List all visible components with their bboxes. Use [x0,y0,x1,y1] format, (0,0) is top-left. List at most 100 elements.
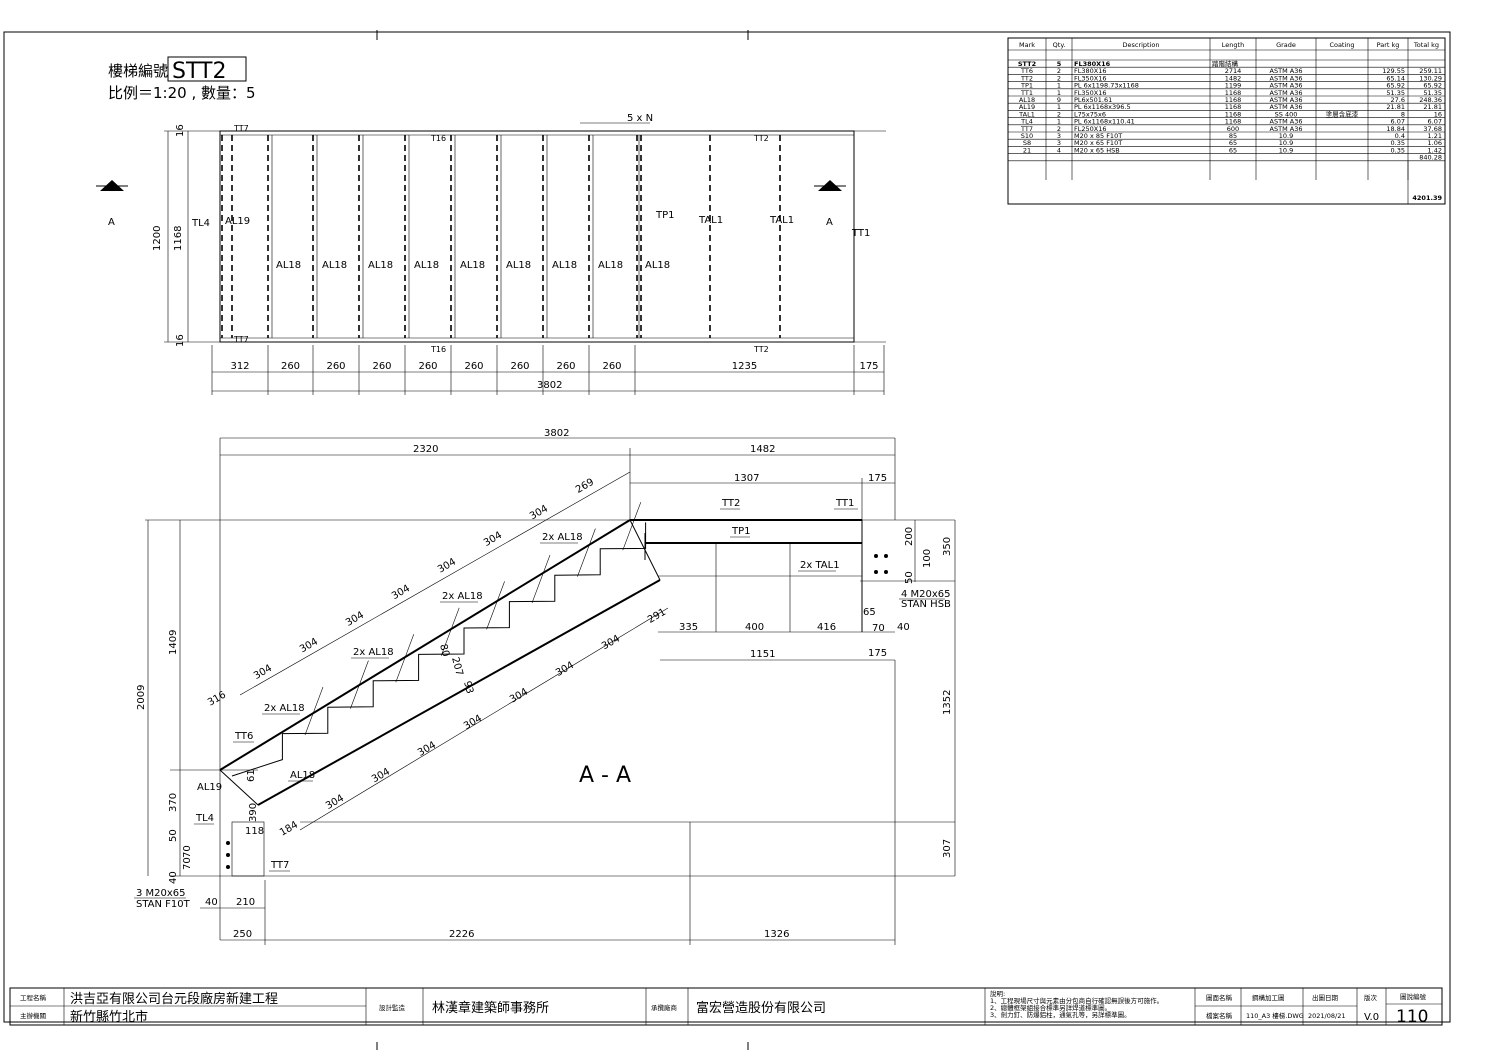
svg-text:70: 70 [182,857,193,870]
bom-cell: 1482 [1225,74,1242,82]
bom-cell: 10.9 [1279,146,1293,154]
scale-qty: 比例＝1:20 , 數量：5 [108,84,256,102]
svg-text:1352: 1352 [942,690,953,715]
tread-dim-upper: 304 [252,663,274,682]
al18-label: AL18 [506,260,531,271]
bom-subtotal: 840.28 [1419,154,1442,162]
svg-text:1、工程現場尺寸與元素由分包商自行確認無誤後方可施作。: 1、工程現場尺寸與元素由分包商自行確認無誤後方可施作。 [990,996,1163,1005]
tread-dim-lower: 304 [416,740,438,759]
bom-cell: 85 [1229,132,1237,140]
bom-cell: ASTM A36 [1270,89,1303,97]
svg-text:65: 65 [863,607,876,618]
svg-text:370: 370 [168,793,179,812]
svg-text:TT7: TT7 [233,335,249,344]
bom-cell: 6.07 [1428,118,1442,126]
svg-text:416: 416 [817,622,836,633]
bolt-hsb [874,570,878,574]
svg-text:工程名稱: 工程名稱 [20,993,47,1002]
svg-text:承攬廠商: 承攬廠商 [651,1003,678,1012]
svg-text:3802: 3802 [544,428,569,439]
svg-text:200: 200 [904,527,915,546]
svg-text:鋼構加工圖: 鋼構加工圖 [1252,993,1285,1002]
tread-dim-lower: 304 [370,766,392,785]
bom-cell: TT7 [1020,125,1033,133]
bom-header: Total kg [1413,41,1439,49]
bom-cell: TAL1 [1018,110,1035,118]
bom-cell: FL350X16 [1074,89,1107,97]
bom-cell: 10.9 [1279,132,1293,140]
bom-cell: 2 [1057,125,1061,133]
tread-dim-lower: 304 [600,633,622,652]
bom-header: Description [1122,41,1159,49]
svg-text:350: 350 [942,537,953,556]
svg-text:390: 390 [248,803,259,822]
svg-text:100: 100 [922,549,933,568]
bom-cell: 51.35 [1386,89,1405,97]
svg-text:主辦機關: 主辦機關 [20,1011,46,1020]
tread-dim-upper: 316 [206,690,228,709]
svg-text:TAL1: TAL1 [698,215,723,226]
section-title: A - A [579,763,631,788]
svg-text:2009: 2009 [136,685,147,710]
stair-label: 樓梯編號 [108,62,168,80]
bom-header: Mark [1019,41,1035,49]
svg-text:TP1: TP1 [731,526,751,537]
svg-text:T16: T16 [430,345,446,354]
plan-dim: 260 [602,361,621,372]
plan-dim: 1235 [732,361,757,372]
bom-cell: TT2 [1020,74,1033,82]
svg-text:3、劍力釘、防爆鋁柱，通氣孔等，另詳標準圖。: 3、劍力釘、防爆鋁柱，通氣孔等，另詳標準圖。 [990,1010,1131,1019]
svg-text:T16: T16 [430,134,446,143]
bom-cell: FL250X16 [1074,125,1107,133]
svg-text:1482: 1482 [750,444,775,455]
bom-cell: AL18 [1019,96,1035,104]
bom-header: Part kg [1377,41,1400,49]
sheet-border [3,31,1451,1023]
bolt-f10t [226,853,230,857]
tread-dim-upper: 304 [298,636,320,655]
svg-text:2226: 2226 [449,929,474,940]
bom-cell: SS 400 [1275,110,1298,118]
svg-text:1168: 1168 [173,226,184,251]
svg-text:175: 175 [868,648,887,659]
bom-cell: FL350X16 [1074,74,1107,82]
bom-cell: 3 [1057,132,1061,140]
bom-cell: 1168 [1225,89,1242,97]
svg-text:2021/08/21: 2021/08/21 [1308,1012,1345,1020]
tread-dim-upper: 304 [390,583,412,602]
bom-cell: 21.81 [1423,103,1442,111]
tread-dim-lower: 184 [278,820,300,839]
svg-text:80: 80 [437,643,451,658]
svg-text:TT7: TT7 [270,860,289,871]
svg-text:210: 210 [236,897,255,908]
svg-text:2x AL18: 2x AL18 [442,591,483,602]
bolt-hsb [884,554,888,558]
tread-dim-lower: 304 [462,713,484,732]
bom-cell: 8 [1401,110,1405,118]
svg-text:110_A3 樓梯.DWG: 110_A3 樓梯.DWG [1246,1011,1304,1020]
bom-cell: 27.6 [1391,96,1405,104]
tread-dim-lower: 304 [508,687,530,706]
plan-dim: 260 [418,361,437,372]
al18-label: AL18 [322,260,347,271]
bom-cell: 10.9 [1279,139,1293,147]
plan-total-dim: 3802 [537,380,562,391]
svg-text:1409: 1409 [168,630,179,655]
svg-text:3 M20x65: 3 M20x65 [136,888,186,899]
tread-dim-lower: 291 [646,607,668,626]
svg-text:TT2: TT2 [753,345,769,354]
bom-cell: M20 x 85 F10T [1074,132,1122,140]
plan-dim: 260 [372,361,391,372]
bom-cell: 129.55 [1382,67,1405,75]
bom-cell: 18.84 [1386,125,1405,133]
svg-text:2、總體框架組接合標準另詳焊道標準圖。: 2、總體框架組接合標準另詳焊道標準圖。 [990,1003,1111,1012]
svg-text:FL380X16: FL380X16 [1074,60,1111,68]
bom-cell: TL4 [1020,118,1033,126]
al18-label: AL18 [598,260,623,271]
svg-text:5: 5 [1057,60,1062,68]
al18-label: AL18 [552,260,577,271]
bom-cell: 65.14 [1386,74,1405,82]
bolt-f10t [226,841,230,845]
bom-cell: 600 [1227,125,1239,133]
bom-cell: 1199 [1225,82,1242,90]
